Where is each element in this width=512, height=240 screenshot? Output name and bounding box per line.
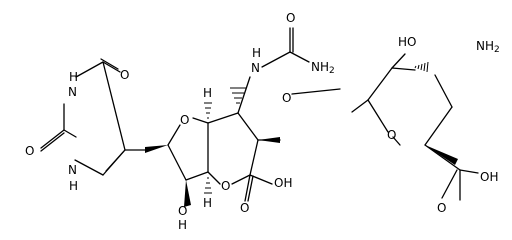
bond-lines <box>40 27 479 202</box>
ho-top-label: HO <box>398 35 416 49</box>
acid1-o-label: O <box>240 201 249 215</box>
stereo-hashes <box>204 61 429 194</box>
urea-o-label: O <box>286 11 295 25</box>
stereo-wedges <box>145 137 458 207</box>
hydroxyl-h-label: H <box>178 218 187 232</box>
uracil-oxo-left-label: O <box>25 144 34 158</box>
glycosidic-o-label: O <box>282 91 291 105</box>
acid2-oh-label: OH <box>480 170 498 184</box>
pyran-ring-o-label: O <box>221 179 230 193</box>
urea-nh-label: H <box>252 46 261 60</box>
furan-h-label: H <box>203 86 212 100</box>
sugar-ring-o-label: O <box>387 128 396 142</box>
atom-labels: O H N O N H O H O H H O O OH N H O NH2 O… <box>25 11 500 232</box>
urea-nh2-label: NH2 <box>311 60 335 76</box>
uracil-n1-label: N <box>68 163 77 177</box>
hydroxyl-o-label: O <box>178 204 187 218</box>
furan-ring-o-label: O <box>180 113 189 127</box>
pyran-h-label: H <box>203 196 212 210</box>
urea-n-label: N <box>251 61 260 75</box>
uracil-n1h-label: H <box>69 179 78 193</box>
amine-nh2-label: NH2 <box>476 39 500 55</box>
acid2-o-label: O <box>437 201 446 215</box>
acid1-oh-label: OH <box>274 176 292 190</box>
uracil-n3h-label: H <box>69 70 78 84</box>
uracil-n3-label: N <box>68 85 77 99</box>
uracil-oxo-top-label: O <box>120 68 129 82</box>
